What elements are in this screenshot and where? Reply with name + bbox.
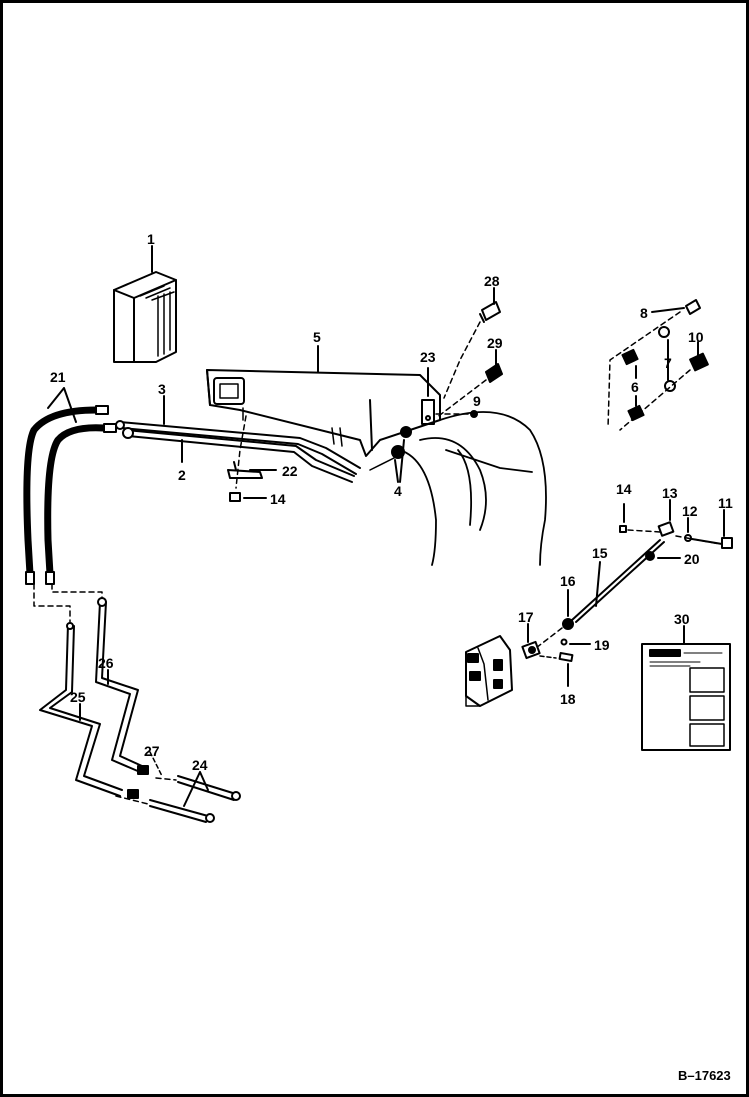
label-8: 8 (640, 305, 648, 321)
label-30: 30 (674, 611, 690, 627)
part-21-hoses (23, 406, 108, 578)
dash-16 (535, 627, 563, 649)
part-18-pin (558, 652, 574, 662)
part-26-tube (95, 597, 143, 773)
leader-15 (595, 561, 601, 607)
part-14-nut-b (619, 525, 627, 533)
part-29-fitting (485, 363, 503, 383)
part-13-clevis (657, 521, 675, 537)
label-20: 20 (684, 551, 700, 567)
leader-21 (47, 387, 77, 423)
label-17: 17 (518, 609, 534, 625)
label-6: 6 (631, 379, 639, 395)
part-3-tube (115, 420, 361, 475)
dash-21b (51, 583, 103, 601)
label-24: 24 (192, 757, 208, 773)
part-7-oring-b (664, 380, 676, 392)
dash-14b (627, 529, 661, 533)
label-18: 18 (560, 691, 576, 707)
part-25-tube (39, 622, 123, 797)
label-11: 11 (718, 495, 733, 511)
part-27-fittings (127, 751, 163, 799)
label-14a: 14 (270, 491, 286, 507)
label-1: 1 (147, 231, 155, 247)
part-9-screw (470, 410, 478, 418)
label-9: 9 (473, 393, 481, 409)
part-6-fitting-b (627, 404, 645, 422)
part-1-box (113, 271, 177, 363)
label-7: 7 (664, 355, 672, 371)
part-17-clevis (521, 640, 541, 660)
part-14-nut-a (229, 492, 241, 502)
part-7-oring-a (658, 326, 670, 338)
part-11-bolt (685, 537, 733, 549)
dash-22 (235, 415, 247, 489)
part-6-fitting-a (621, 348, 639, 366)
part-23-bracket (421, 399, 435, 425)
dash-8 (607, 311, 681, 429)
dash-29 (435, 379, 487, 419)
label-21: 21 (50, 369, 66, 385)
label-12: 12 (682, 503, 698, 519)
dash-21a (33, 583, 71, 623)
control-valve (465, 635, 513, 707)
label-26: 26 (98, 655, 114, 671)
part-30-decal (641, 643, 731, 751)
label-19: 19 (594, 637, 610, 653)
leader-8 (651, 307, 685, 313)
part-8-fitting (685, 299, 701, 315)
part-10-fitting (689, 352, 709, 372)
part-5-housing (206, 369, 441, 457)
label-29: 29 (487, 335, 503, 351)
label-16: 16 (560, 573, 576, 589)
label-13: 13 (662, 485, 678, 501)
label-5: 5 (313, 329, 321, 345)
part-16-nut (562, 618, 574, 630)
label-2: 2 (178, 467, 186, 483)
leader-24 (183, 771, 209, 807)
label-10: 10 (688, 329, 704, 345)
label-22: 22 (282, 463, 298, 479)
label-3: 3 (158, 381, 166, 397)
part-21-hose-ends (25, 405, 117, 585)
dash-17 (539, 655, 557, 659)
part-19-cotter (560, 638, 568, 646)
label-25: 25 (70, 689, 86, 705)
label-28: 28 (484, 273, 500, 289)
dash-11 (675, 535, 721, 545)
part-15-rod (571, 539, 665, 623)
label-4: 4 (394, 483, 402, 499)
part-28-fitting (479, 301, 501, 323)
label-23: 23 (420, 349, 436, 365)
figure-reference: B–17623 (678, 1068, 731, 1083)
part-4-fittings (369, 426, 412, 483)
part-2-tube (122, 427, 355, 483)
label-14b: 14 (616, 481, 632, 497)
label-15: 15 (592, 545, 608, 561)
part-22-clamp (227, 461, 263, 479)
frame-outline (399, 411, 547, 566)
part-24-tubes (115, 775, 241, 823)
label-27: 27 (144, 743, 160, 759)
dash-28 (443, 321, 481, 399)
